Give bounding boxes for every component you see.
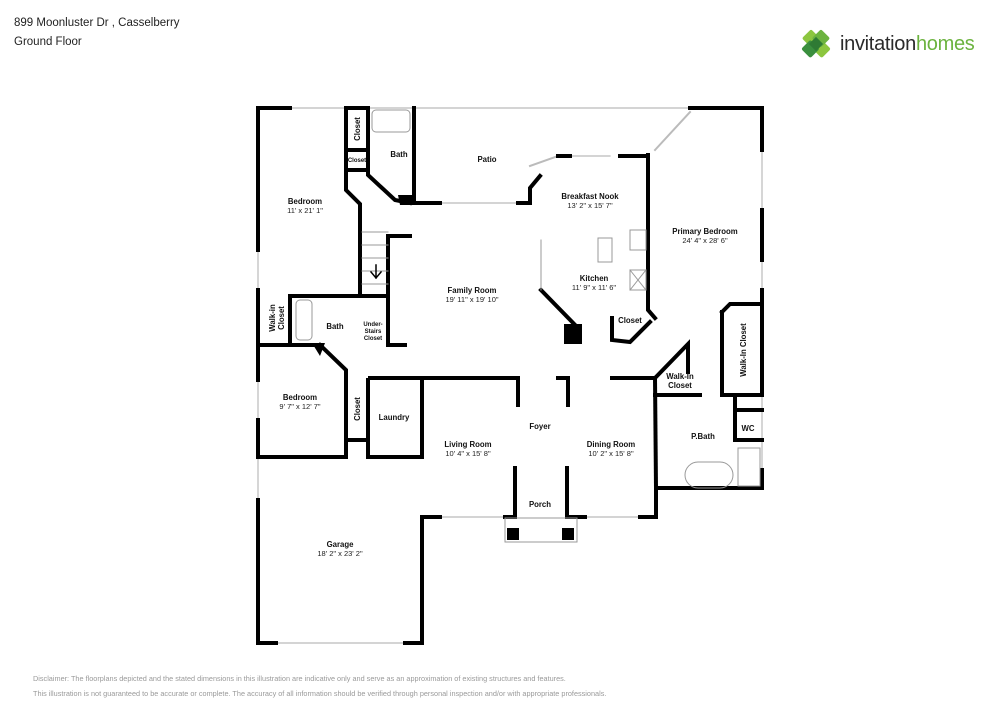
room-patio: Patio xyxy=(477,155,496,164)
room-walkin2-line2: Closet xyxy=(668,381,692,390)
room-labels: Bedroom 11' x 21' 1" Closet Closet Bath … xyxy=(268,117,755,558)
page-header: 899 Moonluster Dr , Casselberry Ground F… xyxy=(14,14,180,52)
room-walkin1-line2: Closet xyxy=(277,306,286,330)
room-walkin1-line1: Walk-in xyxy=(268,304,277,332)
room-bath1: Bath xyxy=(390,150,408,159)
room-dining-dims: 10' 2" x 15' 8" xyxy=(588,449,634,458)
room-understairs-1: Under- xyxy=(363,322,382,328)
property-address: 899 Moonluster Dr , Casselberry xyxy=(14,17,180,29)
room-kitchen-dims: 11' 9" x 11' 6" xyxy=(572,283,617,292)
room-pbath: P.Bath xyxy=(691,432,715,441)
room-closet3: Closet xyxy=(353,397,362,421)
room-laundry: Laundry xyxy=(379,413,410,422)
floor-label: Ground Floor xyxy=(14,36,82,48)
room-bedroom1-name: Bedroom xyxy=(288,197,322,206)
disclaimer-line1: Disclaimer: The floorplans depicted and … xyxy=(33,674,566,683)
room-bedroom2-name: Bedroom xyxy=(283,393,317,402)
room-wc: WC xyxy=(742,424,755,433)
room-living-name: Living Room xyxy=(444,440,491,449)
room-kitchen-closet: Closet xyxy=(618,316,642,325)
room-dining-name: Dining Room xyxy=(587,440,636,449)
disclaimer: Disclaimer: The floorplans depicted and … xyxy=(33,672,606,701)
room-primary-dims: 24' 4" x 28' 6" xyxy=(682,236,728,245)
room-family-dims: 19' 11" x 19' 10" xyxy=(445,295,498,304)
room-breakfast-dims: 13' 2" x 15' 7" xyxy=(567,201,613,210)
brand-logo: invitationhomes xyxy=(798,26,975,62)
room-foyer: Foyer xyxy=(529,422,550,431)
room-bedroom1-dims: 11' x 21' 1" xyxy=(287,206,323,215)
room-closet2: Closet xyxy=(348,158,366,164)
room-porch: Porch xyxy=(529,500,551,509)
room-understairs-2: Stairs xyxy=(365,329,382,335)
room-living-dims: 10' 4" x 15' 8" xyxy=(445,449,491,458)
clover-logo-icon xyxy=(801,29,831,58)
room-garage-dims: 18' 2" x 23' 2" xyxy=(317,549,363,558)
room-understairs-3: Closet xyxy=(364,336,382,342)
room-breakfast-name: Breakfast Nook xyxy=(561,192,619,201)
room-walkin-primary: Walk-In Closet xyxy=(739,323,748,377)
room-bedroom2-dims: 9' 7" x 12' 7" xyxy=(279,402,320,411)
room-kitchen-name: Kitchen xyxy=(580,274,609,283)
room-family-name: Family Room xyxy=(448,286,497,295)
room-closet1: Closet xyxy=(353,117,362,141)
disclaimer-line2: This illustration is not guaranteed to b… xyxy=(33,688,607,698)
room-walkin2-line1: Walk-In xyxy=(666,372,694,381)
room-primary-name: Primary Bedroom xyxy=(672,227,737,236)
brand-name: invitationhomes xyxy=(840,32,975,55)
room-bath2: Bath xyxy=(326,322,344,331)
room-garage-name: Garage xyxy=(327,540,355,549)
